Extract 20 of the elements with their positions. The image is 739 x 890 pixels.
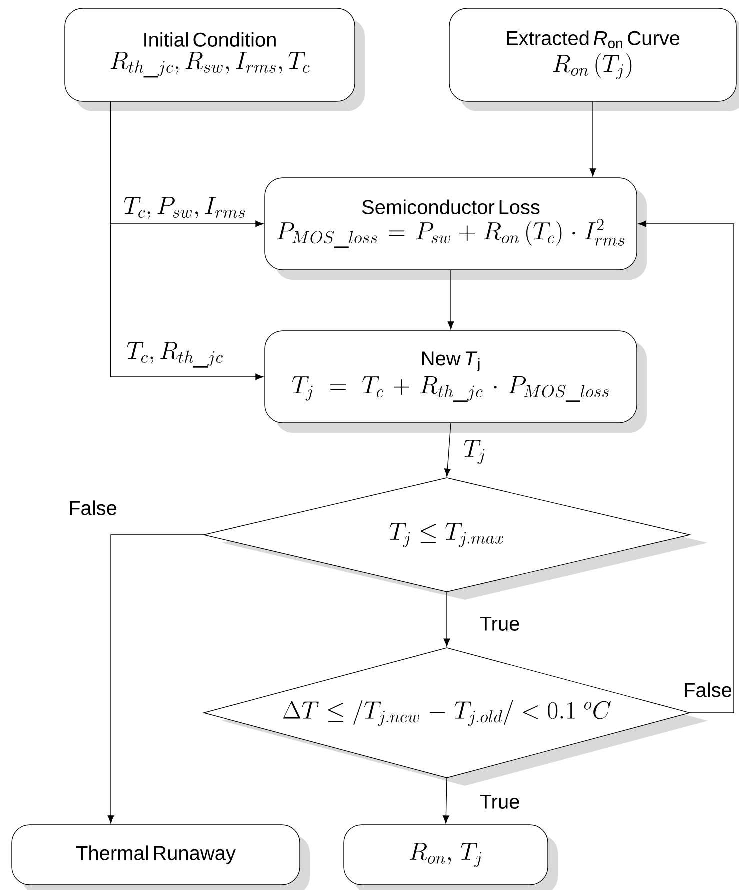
process-box: Extracted R$_{on}$ Curve $R_{on}\left(T_j\right)$ <box>449 8 739 112</box>
edge-label: $T_c, R_{th\_jc}$ <box>126 341 225 369</box>
edge-label: False <box>68 500 118 516</box>
edge-label: $T_j$ <box>462 438 488 466</box>
process-box: Semiconductor Loss $P_{MOS\_loss} = P_{sw} + R_{on}\left(T_c\right)\cdot I_{rms}^2$ <box>264 178 647 280</box>
arrow <box>442 778 450 824</box>
arrow <box>444 423 452 477</box>
arrow <box>590 102 596 177</box>
arrow <box>444 592 450 647</box>
edge-label: True <box>478 616 522 632</box>
edge-label: True <box>478 794 522 810</box>
arrow <box>638 220 734 714</box>
process-box: New T$_{j}$ $T_j = T_c + R_{th\_jc}\cdot P_{MOS\_loss}$ <box>264 330 647 433</box>
arrow <box>448 270 454 330</box>
edge-label: $T_c, P_{sw}, I_{rms}$ <box>122 196 248 220</box>
arrow <box>108 534 204 824</box>
arrow <box>110 102 264 380</box>
process-box: Initial Condition $R_{th\_jc}, R_{sw}, I_{rms}, T_c$ <box>64 8 365 112</box>
terminal-box: Thermal Runaway <box>12 824 310 890</box>
terminal-box: $R_{on},\ T_j$ <box>344 824 558 890</box>
